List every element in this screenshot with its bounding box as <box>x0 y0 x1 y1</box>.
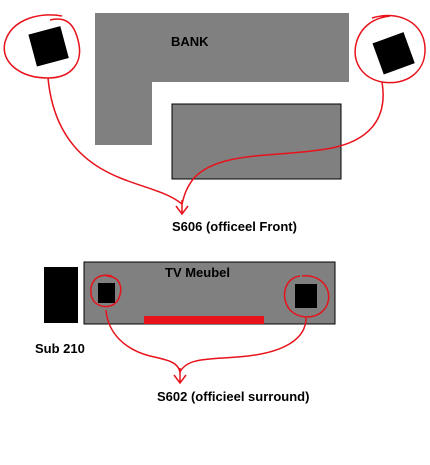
surround-right-circle <box>283 275 330 318</box>
front-right-speaker <box>372 32 415 75</box>
surround-left-circle <box>90 274 122 308</box>
surround-arrow <box>173 368 187 385</box>
front-left-circle <box>3 14 81 79</box>
soundbar-shape <box>144 316 264 324</box>
front-left-connector <box>47 77 183 205</box>
front-arrow <box>175 200 189 216</box>
surround-right-connector <box>179 317 307 373</box>
bank-label: BANK <box>171 34 209 49</box>
surround-right-speaker <box>295 284 317 308</box>
surround-left-connector <box>105 309 181 373</box>
front-left-speaker <box>28 26 69 67</box>
sofa-shape <box>95 13 349 145</box>
front-right-connector <box>181 81 384 205</box>
coffee-table-shape <box>171 103 342 180</box>
subwoofer-shape <box>44 267 78 323</box>
tv-furniture-label: TV Meubel <box>165 265 231 280</box>
surround-left-speaker <box>98 283 115 303</box>
front-speakers-label: S606 (officeel Front) <box>172 219 297 234</box>
front-right-circle <box>354 14 426 84</box>
subwoofer-label: Sub 210 <box>35 341 85 356</box>
surround-speakers-label: S602 (officieel surround) <box>157 389 310 404</box>
